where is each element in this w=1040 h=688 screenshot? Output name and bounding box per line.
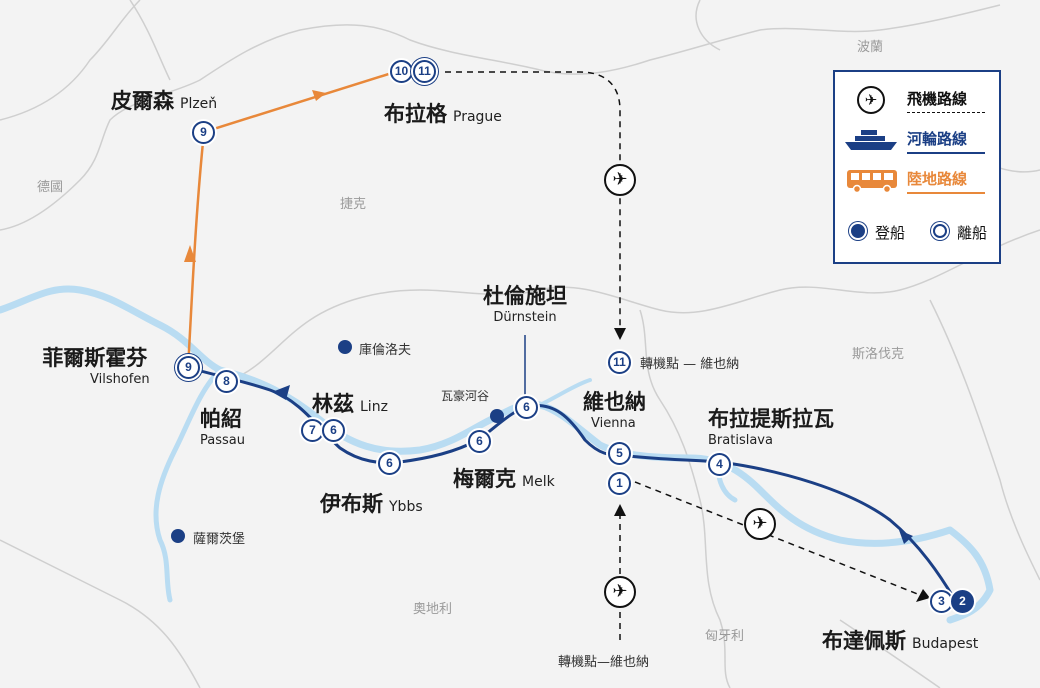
city-prague-en: Prague bbox=[453, 109, 502, 125]
land-arrow-right bbox=[312, 90, 326, 101]
city-vilshofen-en: Vilshofen bbox=[90, 372, 150, 387]
legend-flight-label: 飛機路線 bbox=[907, 90, 968, 108]
legend-flight-line bbox=[907, 112, 985, 113]
city-budapest: 布達佩斯 Budapest bbox=[822, 625, 978, 655]
city-plzen-zh: 皮爾森 bbox=[111, 89, 174, 113]
transfer-bottom-label: 轉機點—維也納 bbox=[558, 655, 650, 670]
country-hungary: 匈牙利 bbox=[705, 629, 745, 644]
city-vienna: 維也納 Vienna bbox=[583, 386, 646, 431]
stop-6-ybbs: 6 bbox=[378, 452, 401, 475]
stop-9-vilshofen: 9 bbox=[177, 356, 200, 379]
stop-6-durnstein: 6 bbox=[515, 396, 538, 419]
ship-icon bbox=[845, 130, 897, 150]
legend-board-label: 登船 bbox=[875, 224, 906, 242]
city-budapest-en: Budapest bbox=[912, 636, 979, 652]
city-bratislava-en: Bratislava bbox=[708, 433, 773, 448]
city-durnstein-en: Dürnstein bbox=[493, 310, 557, 325]
legend-river-line bbox=[907, 152, 985, 154]
stop-4-bratislava: 4 bbox=[708, 453, 731, 476]
city-linz-en: Linz bbox=[360, 399, 388, 415]
stop-3-budapest: 3 bbox=[930, 590, 953, 613]
stop-9-plzen: 9 bbox=[192, 121, 215, 144]
city-plzen: 皮爾森 Plzeň bbox=[111, 85, 217, 115]
stop-2-budapest: 2 bbox=[951, 590, 974, 613]
city-ybbs-zh: 伊布斯 bbox=[320, 492, 383, 516]
board-marker bbox=[851, 224, 865, 238]
city-budapest-zh: 布達佩斯 bbox=[822, 629, 906, 653]
flight-routes bbox=[445, 71, 921, 640]
city-linz: 林茲 Linz bbox=[312, 388, 388, 418]
legend-land: 陸地路線 bbox=[835, 164, 999, 198]
river-arrow-southeast bbox=[899, 530, 913, 544]
stop-5-vienna: 5 bbox=[608, 442, 631, 465]
city-vilshofen-zh: 菲爾斯霍芬 bbox=[42, 346, 148, 370]
place-krumlov: 庫倫洛夫 bbox=[359, 343, 412, 358]
stop-10-prague: 10 bbox=[390, 60, 413, 83]
transfer-top-label: 轉機點 — 維也納 bbox=[640, 357, 740, 372]
city-vienna-zh: 維也納 bbox=[583, 390, 646, 414]
city-plzen-en: Plzeň bbox=[180, 96, 218, 112]
country-slovakia: 斯洛伐克 bbox=[852, 347, 905, 362]
river-arrow-west bbox=[272, 385, 290, 400]
salzburg-dot bbox=[171, 529, 185, 543]
country-austria: 奧地利 bbox=[413, 602, 453, 617]
country-poland: 波蘭 bbox=[857, 40, 884, 55]
city-passau: 帕紹 Passau bbox=[200, 403, 245, 448]
city-prague: 布拉格 Prague bbox=[384, 98, 502, 128]
city-bratislava: 布拉提斯拉瓦 Bratislava bbox=[708, 403, 834, 448]
city-linz-zh: 林茲 bbox=[312, 392, 354, 416]
city-melk: 梅爾克 Melk bbox=[453, 463, 555, 493]
city-vienna-en: Vienna bbox=[591, 416, 636, 431]
stop-6-melk: 6 bbox=[468, 430, 491, 453]
country-germany: 德國 bbox=[37, 180, 64, 195]
airplane-icon: ✈ bbox=[604, 164, 636, 196]
city-vilshofen: 菲爾斯霍芬 Vilshofen bbox=[40, 342, 150, 387]
airplane-icon: ✈ bbox=[604, 576, 636, 608]
krumlov-dot bbox=[338, 340, 352, 354]
airplane-icon: ✈ bbox=[857, 86, 885, 114]
map-legend: ✈ 飛機路線 河輪路線 陸地路線 bbox=[833, 70, 1001, 264]
disembark-marker bbox=[933, 224, 947, 238]
place-salzburg: 薩爾茨堡 bbox=[193, 532, 246, 547]
stop-8-passau: 8 bbox=[215, 370, 238, 393]
country-czech: 捷克 bbox=[340, 197, 367, 212]
stop-11-prague: 11 bbox=[413, 60, 436, 83]
city-durnstein: 杜倫施坦 Dürnstein bbox=[475, 280, 575, 325]
legend-disembark-label: 離船 bbox=[957, 224, 988, 242]
legend-flight: ✈ 飛機路線 bbox=[835, 84, 999, 118]
city-passau-zh: 帕紹 bbox=[200, 407, 242, 431]
stop-1-vienna: 1 bbox=[608, 472, 631, 495]
stop-7-linz: 7 bbox=[301, 419, 324, 442]
city-passau-en: Passau bbox=[200, 433, 245, 448]
place-wachau: 瓦豪河谷 bbox=[441, 389, 490, 403]
city-ybbs: 伊布斯 Ybbs bbox=[320, 488, 423, 518]
city-bratislava-zh: 布拉提斯拉瓦 bbox=[708, 407, 834, 431]
legend-land-line bbox=[907, 192, 985, 194]
city-prague-zh: 布拉格 bbox=[384, 102, 447, 126]
city-melk-en: Melk bbox=[522, 474, 555, 490]
city-melk-zh: 梅爾克 bbox=[453, 467, 516, 491]
stop-6-linz: 6 bbox=[322, 419, 345, 442]
city-durnstein-zh: 杜倫施坦 bbox=[483, 284, 567, 308]
stop-11-vienna: 11 bbox=[608, 351, 631, 374]
legend-river: 河輪路線 bbox=[835, 124, 999, 158]
legend-river-label: 河輪路線 bbox=[907, 130, 968, 148]
airplane-icon: ✈ bbox=[744, 508, 776, 540]
wachau-dot bbox=[490, 409, 504, 423]
city-ybbs-en: Ybbs bbox=[389, 499, 423, 515]
land-arrow-up bbox=[184, 245, 196, 262]
legend-stops: 登船 離船 bbox=[835, 220, 999, 254]
legend-land-label: 陸地路線 bbox=[907, 170, 968, 188]
bus-icon bbox=[847, 170, 897, 194]
